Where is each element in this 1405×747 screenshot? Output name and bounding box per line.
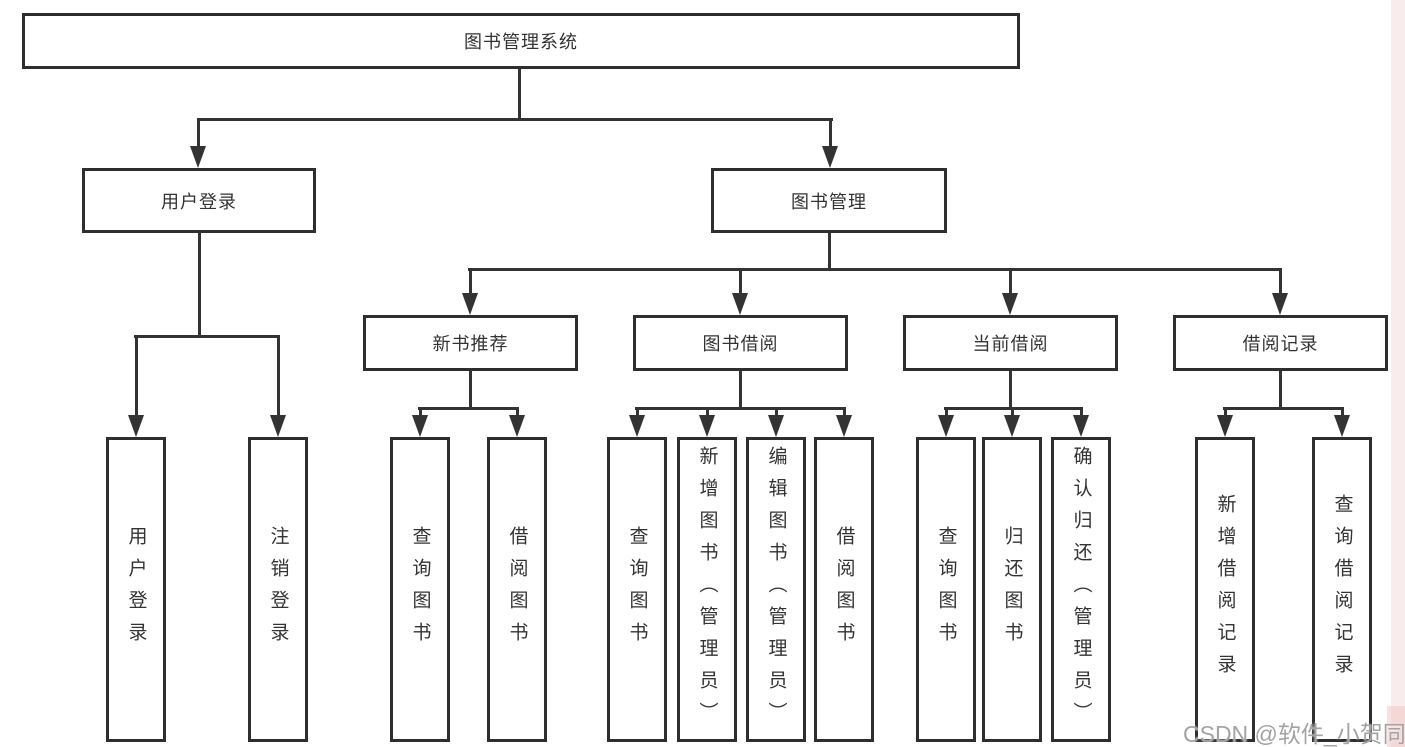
arrow-down-icon (190, 146, 206, 168)
arrow-down-icon (270, 415, 286, 437)
leaf-borrow-query-books: 查询图书 (607, 437, 667, 742)
arrow-down-icon (412, 415, 428, 437)
connector-stem (1080, 407, 1083, 417)
node-book-management: 图书管理 (711, 168, 947, 233)
connector-stem (419, 407, 422, 417)
leaf-current-confirm-return-admin: 确认归还（管理员） (1051, 437, 1111, 742)
arrow-down-icon (938, 415, 954, 437)
connector-stem (706, 407, 709, 417)
arrow-down-icon (1217, 415, 1233, 437)
connector-newbook-branch (418, 407, 519, 410)
connector-bookmgmt-branch (468, 268, 1282, 271)
node-borrowing-records: 借阅记录 (1173, 315, 1388, 371)
node-user-login: 用户登录 (82, 168, 316, 233)
connector-stem (197, 118, 200, 148)
leaf-current-query-books: 查询图书 (916, 437, 976, 742)
connector-borrow-branch (635, 407, 846, 410)
arrow-down-icon (1334, 415, 1350, 437)
connector-newbook-stub (469, 371, 472, 409)
connector-userlogin-branch (134, 335, 280, 338)
connector-borrow-stub (739, 371, 742, 409)
leaf-records-query-borrow-record: 查询借阅记录 (1312, 437, 1372, 742)
connector-stem (469, 268, 472, 295)
right-edge-strip (1391, 0, 1405, 747)
connector-stem (1011, 407, 1014, 417)
connector-records-stub (1279, 371, 1282, 409)
connector-stem (829, 118, 832, 148)
connector-stem (775, 407, 778, 417)
arrow-down-icon (629, 415, 645, 437)
arrow-down-icon (822, 146, 838, 168)
leaf-borrow-borrow-books: 借阅图书 (814, 437, 874, 742)
arrow-down-icon (768, 415, 784, 437)
connector-root-stub (518, 69, 521, 119)
connector-stem (1009, 268, 1012, 295)
connector-stem (135, 335, 138, 417)
connector-stem (1341, 407, 1344, 417)
leaf-user-login: 用户登录 (106, 437, 166, 742)
arrow-down-icon (1272, 293, 1288, 315)
connector-stem (516, 407, 519, 417)
connector-current-stub (1009, 371, 1012, 409)
arrow-down-icon (699, 415, 715, 437)
connector-stem (843, 407, 846, 417)
connector-stem (277, 335, 280, 417)
leaf-current-return-books: 归还图书 (982, 437, 1042, 742)
connector-root-branch (197, 118, 833, 121)
node-current-borrowing: 当前借阅 (903, 315, 1118, 371)
node-book-borrowing: 图书借阅 (633, 315, 848, 371)
arrow-down-icon (128, 415, 144, 437)
node-root: 图书管理系统 (22, 13, 1020, 69)
arrow-down-icon (1002, 293, 1018, 315)
node-new-book-recommendation: 新书推荐 (363, 315, 578, 371)
connector-stem (1224, 407, 1227, 417)
leaf-borrow-edit-book-admin: 编辑图书（管理员） (746, 437, 806, 742)
arrow-down-icon (1004, 415, 1020, 437)
arrow-down-icon (732, 293, 748, 315)
arrow-down-icon (509, 415, 525, 437)
connector-bookmgmt-stub (828, 233, 831, 269)
connector-stem (1279, 268, 1282, 295)
leaf-borrow-add-book-admin: 新增图书（管理员） (677, 437, 737, 742)
connector-stem (945, 407, 948, 417)
leaf-newbook-borrow-books: 借阅图书 (487, 437, 547, 742)
watermark-highlight-patch (1387, 706, 1405, 747)
connector-stem (636, 407, 639, 417)
arrow-down-icon (1073, 415, 1089, 437)
arrow-down-icon (462, 293, 478, 315)
leaf-newbook-query-books: 查询图书 (390, 437, 450, 742)
leaf-records-add-borrow-record: 新增借阅记录 (1195, 437, 1255, 742)
connector-userlogin-stub (198, 233, 201, 336)
leaf-logout-login: 注销登录 (248, 437, 308, 742)
watermark-text: CSDN @软件_小贺同学 (1183, 721, 1405, 747)
arrow-down-icon (836, 415, 852, 437)
connector-records-branch (1223, 407, 1344, 410)
connector-stem (739, 268, 742, 295)
